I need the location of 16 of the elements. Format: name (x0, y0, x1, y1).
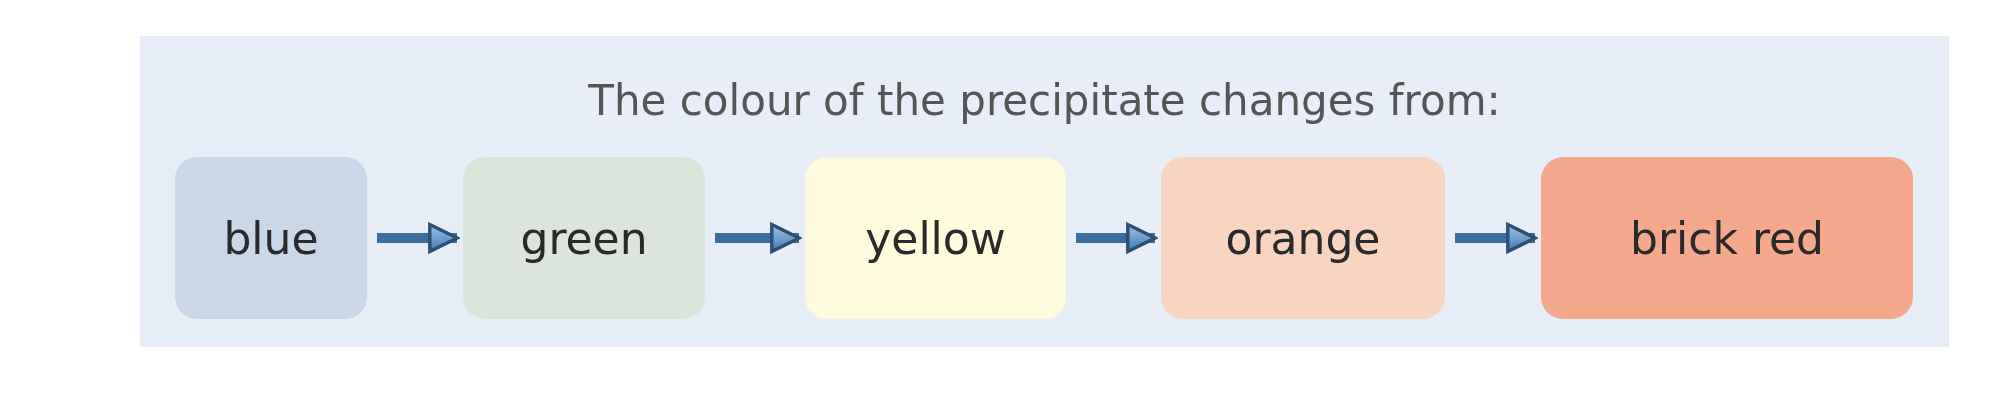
panel (140, 36, 1949, 347)
arrow (377, 222, 459, 254)
arrow (1076, 222, 1157, 254)
color-box (1541, 157, 1913, 319)
color-label: orange (1225, 212, 1381, 264)
color-label: blue (223, 212, 319, 264)
heading: The colour of the precipitate changes from: (587, 76, 1502, 125)
color-box (805, 157, 1066, 319)
arrow (715, 222, 801, 254)
color-label: green (520, 212, 648, 264)
color-label: yellow (865, 212, 1006, 264)
color-label: brick red (1630, 212, 1824, 264)
color-box (1161, 157, 1445, 319)
color-box (175, 157, 367, 319)
color-box (463, 157, 705, 319)
arrow (1455, 222, 1537, 254)
